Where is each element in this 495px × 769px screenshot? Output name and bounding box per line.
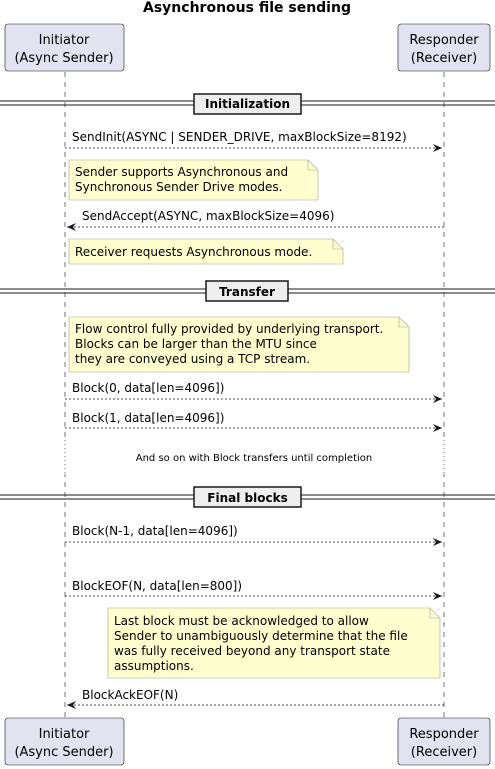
note-last-block: Last block must be acknowledged to allow… <box>107 607 441 679</box>
participant-responder-bottom-name: Responder <box>409 727 479 742</box>
participant-responder-bottom: Responder (Receiver) <box>397 717 491 766</box>
participant-initiator-name: Initiator <box>39 33 90 48</box>
delay-label: And so on with Block transfers until com… <box>136 453 372 464</box>
note-receiver-mode-line-1: Receiver requests Asynchronous mode. <box>75 245 312 259</box>
divider-final-blocks: Final blocks <box>0 486 495 508</box>
note-sender-modes-line-2: Synchronous Sender Drive modes. <box>75 180 282 194</box>
note-flow-control-line-2: Blocks can be larger than the MTU since <box>75 337 317 351</box>
participant-initiator-role: (Async Sender) <box>14 51 113 66</box>
message-sendinit-label: SendInit(ASYNC | SENDER_DRIVE, maxBlockS… <box>72 130 407 144</box>
message-sendaccept-label: SendAccept(ASYNC, maxBlockSize=4096) <box>82 209 334 223</box>
message-block0-label: Block(0, data[len=4096]) <box>72 381 224 395</box>
note-last-block-line-4: assumptions. <box>114 659 194 673</box>
note-last-block-line-2: Sender to unambiguously determine that t… <box>114 629 408 643</box>
divider-final-blocks-label: Final blocks <box>207 491 287 505</box>
participant-initiator-bottom-name: Initiator <box>39 727 90 742</box>
participant-initiator-bottom-role: (Async Sender) <box>14 745 113 760</box>
note-flow-control-line-1: Flow control fully provided by underlyin… <box>75 322 383 336</box>
participant-initiator-bottom: Initiator (Async Sender) <box>4 717 125 766</box>
participant-responder-name: Responder <box>409 33 479 48</box>
divider-initialization-label: Initialization <box>205 97 290 111</box>
message-blockn1-label: Block(N-1, data[len=4096]) <box>72 524 238 538</box>
note-last-block-line-1: Last block must be acknowledged to allow <box>114 614 369 628</box>
note-sender-modes: Sender supports Asynchronous and Synchro… <box>68 159 319 201</box>
message-blockackeof-label: BlockAckEOF(N) <box>82 688 178 702</box>
divider-initialization: Initialization <box>0 93 495 115</box>
note-sender-modes-line-1: Sender supports Asynchronous and <box>75 165 288 179</box>
note-flow-control-line-3: they are conveyed using a TCP stream. <box>75 352 310 366</box>
participant-responder-role: (Receiver) <box>411 51 477 66</box>
divider-transfer-label: Transfer <box>219 285 275 299</box>
participant-responder-bottom-role: (Receiver) <box>411 745 477 760</box>
participant-initiator-top: Initiator (Async Sender) <box>4 23 125 72</box>
note-last-block-line-3: was fully received beyond any transport … <box>114 644 390 658</box>
divider-transfer: Transfer <box>0 280 495 302</box>
message-blockeof-label: BlockEOF(N, data[len=800]) <box>72 579 242 593</box>
note-flow-control: Flow control fully provided by underlyin… <box>68 316 410 373</box>
note-receiver-mode: Receiver requests Asynchronous mode. <box>68 238 344 265</box>
diagram-title: Asynchronous file sending <box>143 0 351 16</box>
participant-responder-top: Responder (Receiver) <box>397 23 491 72</box>
message-block1-label: Block(1, data[len=4096]) <box>72 411 224 425</box>
